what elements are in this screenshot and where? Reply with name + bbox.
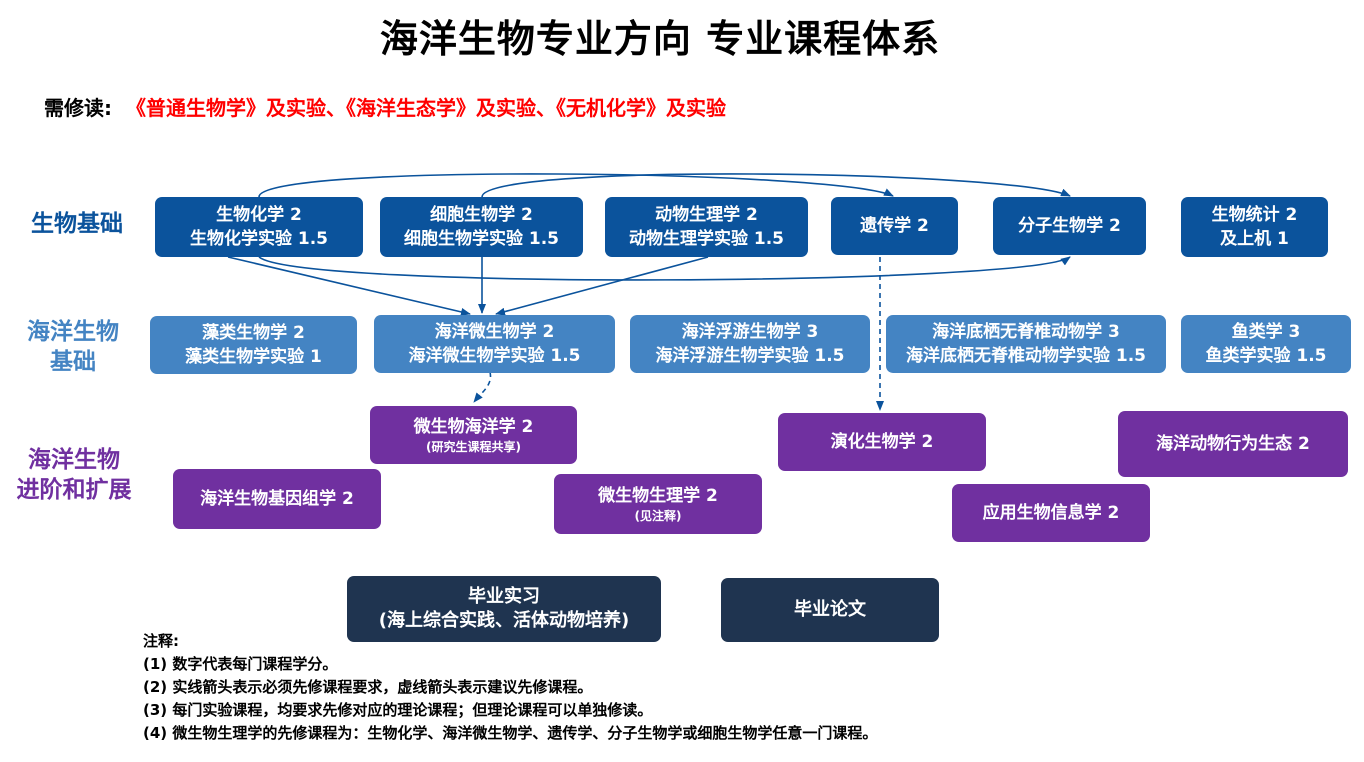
course-lab: 生物化学实验 1.5 — [189, 229, 329, 249]
course-title: 海洋底栖无脊椎动物学 3 — [932, 322, 1120, 342]
required-label: 需修读: — [44, 96, 112, 120]
arrow-biochem-genetics — [258, 173, 894, 198]
course-note: (海上综合实践、活体动物培养) — [378, 610, 630, 631]
arrow-biochem-marinemicro — [227, 256, 471, 316]
arrow-cellbio-molbio — [481, 173, 1071, 198]
course-lab: 细胞生物学实验 1.5 — [403, 229, 560, 249]
course-lab: 动物生理学实验 1.5 — [628, 229, 785, 249]
course-marine-animal-behavior: 海洋动物行为生态 2 — [1118, 411, 1348, 477]
row-label-text: 基础 — [50, 349, 96, 375]
course-title: 分子生物学 2 — [1018, 216, 1121, 236]
course-note: (见注释) — [634, 509, 682, 523]
course-title: 海洋动物行为生态 2 — [1156, 434, 1310, 454]
course-biostatistics: 生物统计 2 及上机 1 — [1181, 197, 1328, 257]
course-animal-physiology: 动物生理学 2 动物生理学实验 1.5 — [605, 197, 808, 257]
course-marine-genomics: 海洋生物基因组学 2 — [173, 469, 381, 529]
course-biochemistry: 生物化学 2 生物化学实验 1.5 — [155, 197, 363, 257]
course-title: 演化生物学 2 — [830, 432, 934, 452]
course-title: 海洋浮游生物学 3 — [681, 322, 819, 342]
required-course-list: 《普通生物学》及实验、《海洋生态学》及实验、《无机化学》及实验 — [126, 96, 726, 120]
course-title: 遗传学 2 — [860, 216, 929, 236]
course-lab: 及上机 1 — [1220, 229, 1289, 249]
note-item: (3) 每门实验课程，均要求先修对应的理论课程；但理论课程可以单独修读。 — [143, 701, 653, 719]
note-item: (2) 实线箭头表示必须先修课程要求，虚线箭头表示建议先修课程。 — [143, 678, 593, 696]
course-microbial-physiology: 微生物生理学 2 (见注释) — [554, 474, 762, 534]
row-label-text: 生物基础 — [31, 211, 123, 237]
course-lab: 海洋浮游生物学实验 1.5 — [655, 346, 845, 366]
course-marine-plankton: 海洋浮游生物学 3 海洋浮游生物学实验 1.5 — [630, 315, 870, 373]
course-title: 动物生理学 2 — [655, 205, 758, 225]
course-title: 细胞生物学 2 — [430, 205, 533, 225]
course-title: 毕业实习 — [468, 586, 540, 607]
course-title: 微生物海洋学 2 — [413, 417, 534, 437]
course-title: 海洋生物基因组学 2 — [200, 489, 354, 509]
course-marine-microbiology: 海洋微生物学 2 海洋微生物学实验 1.5 — [374, 315, 615, 373]
course-title: 海洋微生物学 2 — [434, 322, 555, 342]
course-lab: 海洋微生物学实验 1.5 — [408, 346, 581, 366]
course-title: 生物化学 2 — [216, 205, 302, 225]
course-lab: 海洋底栖无脊椎动物学实验 1.5 — [905, 346, 1147, 366]
course-title: 微生物生理学 2 — [598, 486, 718, 506]
page-title: 海洋生物专业方向 专业课程体系 — [379, 17, 941, 61]
course-microbial-oceanography: 微生物海洋学 2 (研究生课程共享) — [370, 406, 577, 464]
course-molecular-biology: 分子生物学 2 — [993, 197, 1146, 255]
course-benthic-invertebrates: 海洋底栖无脊椎动物学 3 海洋底栖无脊椎动物学实验 1.5 — [886, 315, 1166, 373]
dashed-arrow-marinemicro-microocean — [473, 371, 492, 403]
course-algae-biology: 藻类生物学 2 藻类生物学实验 1 — [150, 316, 357, 374]
course-title: 毕业论文 — [794, 599, 866, 620]
notes: 注释: (1) 数字代表每门课程学分。 (2) 实线箭头表示必须先修课程要求，虚… — [143, 630, 877, 745]
course-thesis: 毕业论文 — [721, 578, 939, 642]
course-cell-biology: 细胞生物学 2 细胞生物学实验 1.5 — [380, 197, 583, 257]
row-label-bio-basic: 生物基础 — [22, 209, 132, 239]
course-title: 鱼类学 3 — [1231, 322, 1301, 342]
required-courses: 需修读: 《普通生物学》及实验、《海洋生态学》及实验、《无机化学》及实验 — [44, 92, 726, 121]
course-applied-bioinformatics: 应用生物信息学 2 — [952, 484, 1150, 542]
note-item: (1) 数字代表每门课程学分。 — [143, 655, 338, 673]
course-evolutionary-biology: 演化生物学 2 — [778, 413, 986, 471]
course-internship: 毕业实习 (海上综合实践、活体动物培养) — [347, 576, 661, 642]
note-item: (4) 微生物生理学的先修课程为：生物化学、海洋微生物学、遗传学、分子生物学或细… — [143, 724, 878, 742]
course-title: 藻类生物学 2 — [202, 323, 305, 343]
course-ichthyology: 鱼类学 3 鱼类学实验 1.5 — [1181, 315, 1351, 373]
row-label-text: 海洋生物 — [28, 447, 120, 473]
row-label-text: 进阶和扩展 — [16, 477, 132, 503]
notes-title: 注释: — [143, 632, 179, 650]
row-label-text: 海洋生物 — [27, 319, 119, 345]
arrow-animalphys-marinemicro — [495, 256, 709, 316]
course-lab: 藻类生物学实验 1 — [185, 347, 322, 367]
course-title: 生物统计 2 — [1211, 205, 1298, 225]
course-note: (研究生课程共享) — [426, 440, 521, 454]
arrow-biochem-molbio — [258, 256, 1071, 281]
row-label-advanced: 海洋生物 进阶和扩展 — [4, 445, 144, 505]
course-lab: 鱼类学实验 1.5 — [1205, 346, 1327, 366]
course-genetics: 遗传学 2 — [831, 197, 958, 255]
row-label-marine-basic: 海洋生物 基础 — [18, 317, 128, 377]
course-title: 应用生物信息学 2 — [982, 503, 1120, 523]
